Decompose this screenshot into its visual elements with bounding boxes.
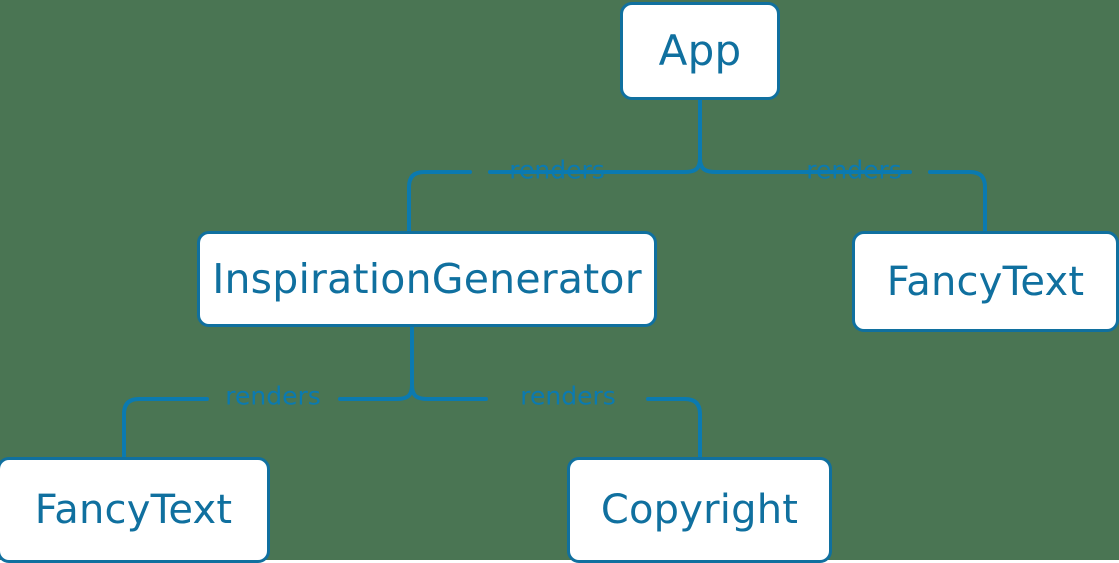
node-fancytext-right-label: FancyText bbox=[886, 258, 1085, 305]
edge-app-fork-right bbox=[698, 156, 912, 174]
node-inspiration-generator[interactable]: InspirationGenerator bbox=[197, 231, 657, 327]
node-fancytext-right[interactable]: FancyText bbox=[852, 231, 1119, 332]
node-copyright-label: Copyright bbox=[600, 487, 799, 533]
node-app[interactable]: App bbox=[620, 2, 780, 100]
edge-inspiration-to-copyright bbox=[646, 397, 702, 459]
node-copyright[interactable]: Copyright bbox=[567, 457, 832, 563]
edge-label-app-to-inspiration: renders bbox=[509, 155, 605, 185]
node-fancytext-left[interactable]: FancyText bbox=[0, 457, 270, 563]
node-inspiration-generator-label: InspirationGenerator bbox=[212, 254, 642, 303]
edge-app-to-inspiration bbox=[407, 170, 472, 233]
node-fancytext-left-label: FancyText bbox=[34, 487, 233, 533]
edge-label-app-to-fancytext-right: renders bbox=[806, 155, 902, 185]
edge-inspiration-fork-left bbox=[338, 383, 414, 401]
edge-label-inspiration-to-fancytext-left: renders bbox=[225, 381, 321, 411]
edge-inspiration-fork-right bbox=[410, 383, 488, 401]
edge-label-inspiration-to-copyright: renders bbox=[520, 381, 616, 411]
node-app-label: App bbox=[658, 26, 742, 75]
edge-inspiration-to-fancytext-left bbox=[122, 397, 209, 459]
edge-app-to-fancytext-right bbox=[928, 170, 987, 233]
